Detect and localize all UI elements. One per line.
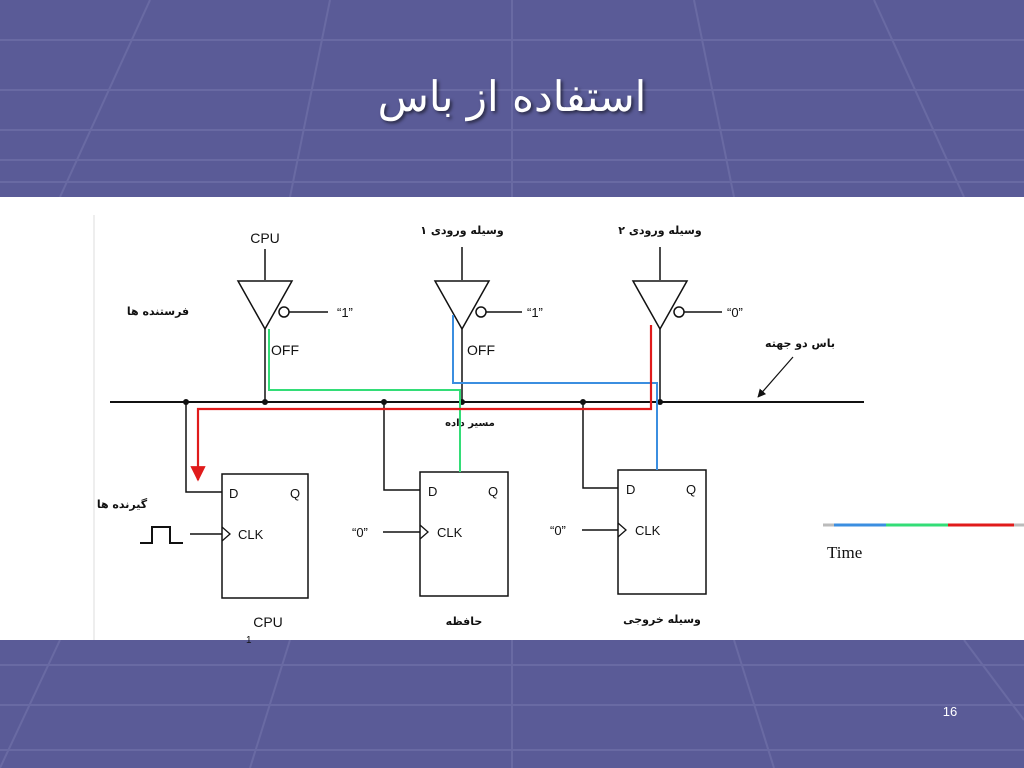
flipflop-cpu-name: CPU [253, 614, 283, 630]
senders-label: فرستنده ها [127, 305, 189, 318]
flipflop-cpu: D Q CLK CPU [140, 473, 309, 630]
flipflop-output: D Q CLK “0” وسیله خروجی [550, 469, 707, 626]
buffer-input-2-control: “0” [727, 305, 743, 320]
flipflop-output-clk: CLK [635, 523, 661, 538]
buffer-input-2-label: وسیله ورودی ۲ [618, 224, 702, 237]
clock-pulse-icon [140, 526, 183, 544]
flipflop-memory-clk: CLK [437, 525, 463, 540]
flipflop-cpu-clk: CLK [238, 527, 264, 542]
buffer-input-1-control: “1” [527, 305, 543, 320]
buffer-cpu-state: OFF [271, 342, 299, 358]
buffer-input-1: وسیله ورودی ۱ “1” OFF [420, 224, 543, 402]
buffer-cpu-label: CPU [250, 230, 280, 246]
buffer-input-1-label: وسیله ورودی ۱ [420, 224, 504, 237]
time-legend: Time [823, 523, 1024, 562]
flipflop-memory-d: D [428, 484, 437, 499]
receivers-label: گیرنده ها [97, 498, 148, 511]
buffer-cpu-control: “1” [337, 305, 353, 320]
flipflop-memory-name: حافظه [446, 615, 483, 628]
flipflop-output-name: وسیله خروجی [623, 613, 701, 626]
time-label: Time [827, 543, 862, 562]
input1-to-output-path [452, 315, 658, 470]
bus-label-arrow [757, 356, 794, 398]
input2-to-cpu-path [190, 325, 653, 482]
buffer-input-1-state: OFF [467, 342, 495, 358]
page-number: 16 [942, 704, 958, 719]
flipflop-cpu-q: Q [290, 486, 300, 501]
buffer-cpu: CPU “1” OFF [236, 230, 353, 402]
data-path-label: مسیر داده [445, 418, 495, 429]
slide-title: استفاده از باس [377, 72, 647, 121]
buffer-input-2: وسیله ورودی ۲ “0” [618, 224, 743, 402]
flipflop-cpu-d: D [229, 486, 238, 501]
flipflop-output-q: Q [686, 482, 696, 497]
bus-diagram: فرستنده ها گیرنده ها باس دو جهته مسیر دا… [93, 215, 1024, 646]
flipflop-output-d: D [626, 482, 635, 497]
bus-label: باس دو جهته [765, 337, 835, 350]
flipflop-memory-clk-input: “0” [352, 525, 368, 540]
mark-label: 1 [246, 635, 252, 646]
flipflop-output-clk-input: “0” [550, 523, 566, 538]
flipflop-memory-q: Q [488, 484, 498, 499]
diagram-panel [0, 197, 1024, 640]
cpu-to-memory-path [268, 329, 461, 472]
flipflop-memory: D Q CLK “0” حافظه [352, 471, 509, 628]
